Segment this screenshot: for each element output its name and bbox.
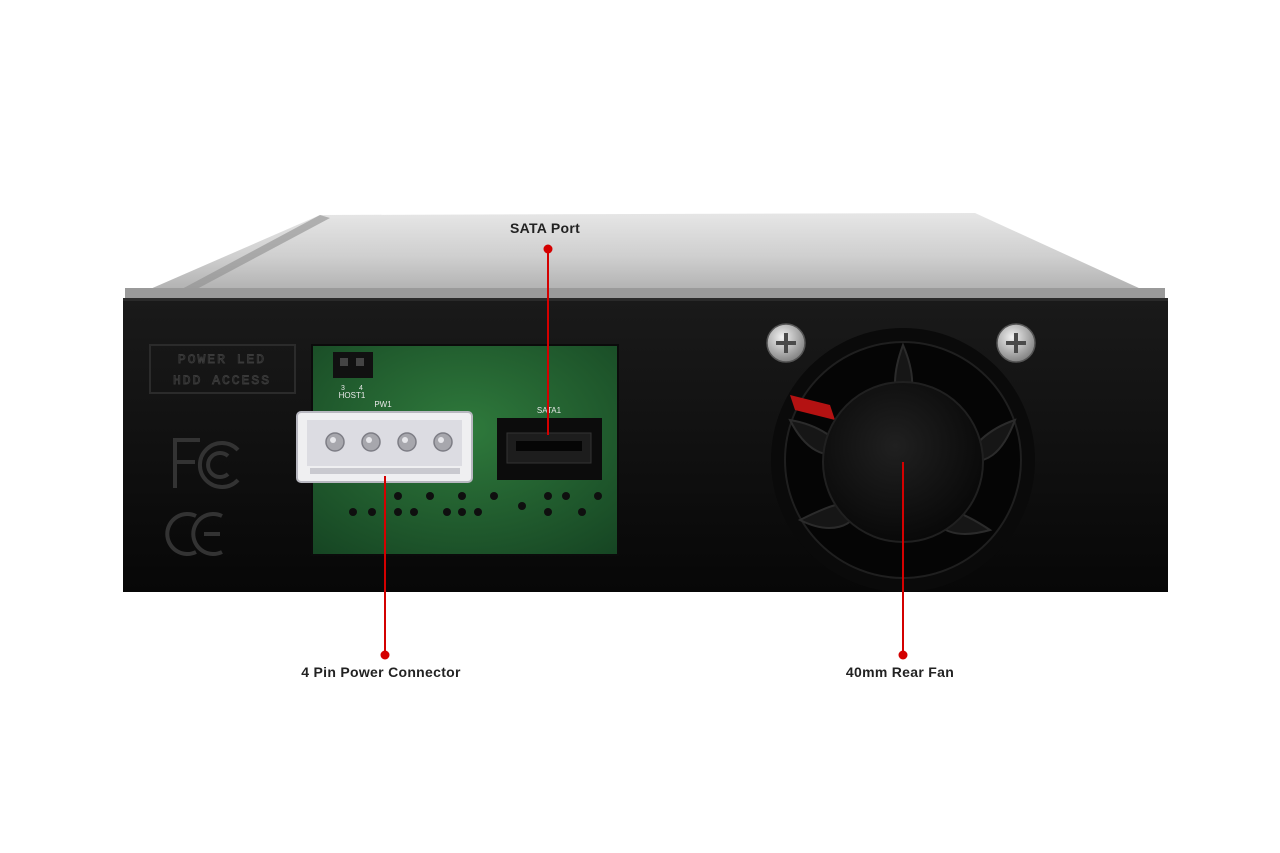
screw-icon: [766, 323, 806, 363]
callout-label-fan: 40mm Rear Fan: [845, 664, 955, 680]
pin-label-right: 4: [359, 385, 363, 392]
embossed-power-led: POWER LED: [178, 352, 266, 367]
pw1-label: PW1: [374, 400, 392, 409]
fcc-mark-icon: [173, 438, 240, 489]
callout-line-sata: [543, 244, 553, 435]
led-label-plate: POWER LED HDD ACCESS: [149, 344, 296, 394]
callout-line-fan: [898, 462, 908, 660]
pin-label-left: 3: [341, 385, 345, 392]
fan-wire: [790, 395, 835, 420]
screw-icon: [996, 323, 1036, 363]
chassis-top: [125, 213, 1165, 300]
callout-label-sata: SATA Port: [509, 220, 581, 236]
callout-label-power: 4 Pin Power Connector: [301, 664, 461, 680]
host-header: [333, 352, 373, 378]
callout-line-power: [380, 476, 390, 660]
sata-port: SATA1: [497, 406, 602, 480]
molex-connector: PW1: [296, 400, 473, 483]
host-label: HOST1: [339, 391, 366, 400]
ce-mark-icon: [165, 512, 223, 556]
sata1-label: SATA1: [537, 406, 562, 415]
embossed-hdd-access: HDD ACCESS: [173, 373, 271, 388]
